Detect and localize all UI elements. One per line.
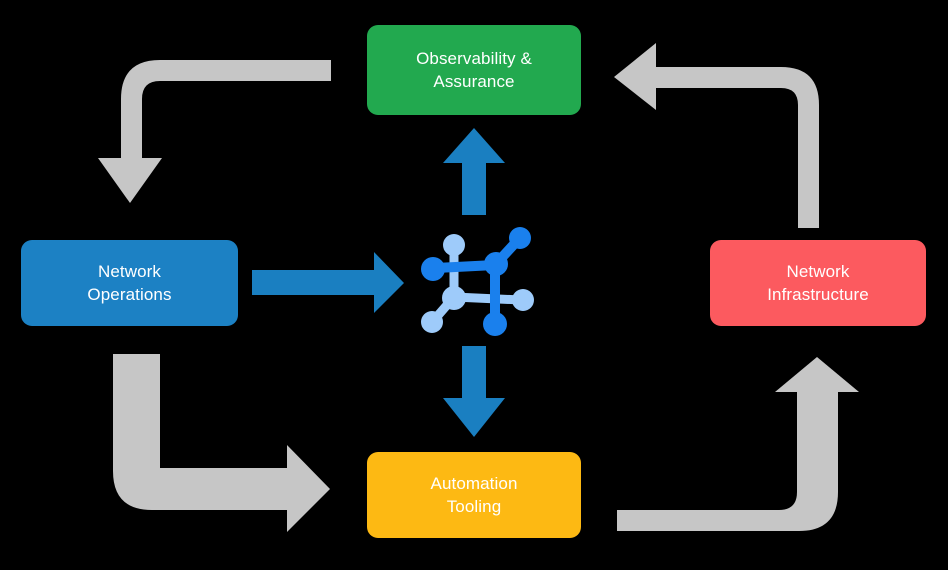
graph-node-light-bottomleft <box>421 311 443 333</box>
graph-node-dark-hub <box>484 252 508 276</box>
cycle-arrow-infrastructure-to-observability <box>614 43 819 228</box>
graph-node-dark-left <box>421 257 445 281</box>
graph-node-light-top <box>443 234 465 256</box>
graph-node-dark-topright <box>509 227 531 249</box>
graph-node-light-right <box>512 289 534 311</box>
node-box-automation-tooling[interactable]: Automation Tooling <box>367 452 581 538</box>
cycle-arrow-automation-to-infrastructure <box>617 357 859 531</box>
flow-arrow-center-to-automation <box>443 346 505 437</box>
cycle-arrow-operations-to-automation <box>113 354 330 532</box>
graph-node-dark-bottom <box>483 312 507 336</box>
cycle-arrow-observability-to-operations <box>98 60 331 203</box>
flow-arrow-operations-to-center <box>252 252 404 313</box>
node-box-network-operations[interactable]: Network Operations <box>21 240 238 326</box>
flow-arrow-center-to-observability <box>443 128 505 215</box>
node-box-observability[interactable]: Observability & Assurance <box>367 25 581 115</box>
node-box-network-infrastructure[interactable]: Network Infrastructure <box>710 240 926 326</box>
graph-node-light-hub <box>442 286 466 310</box>
